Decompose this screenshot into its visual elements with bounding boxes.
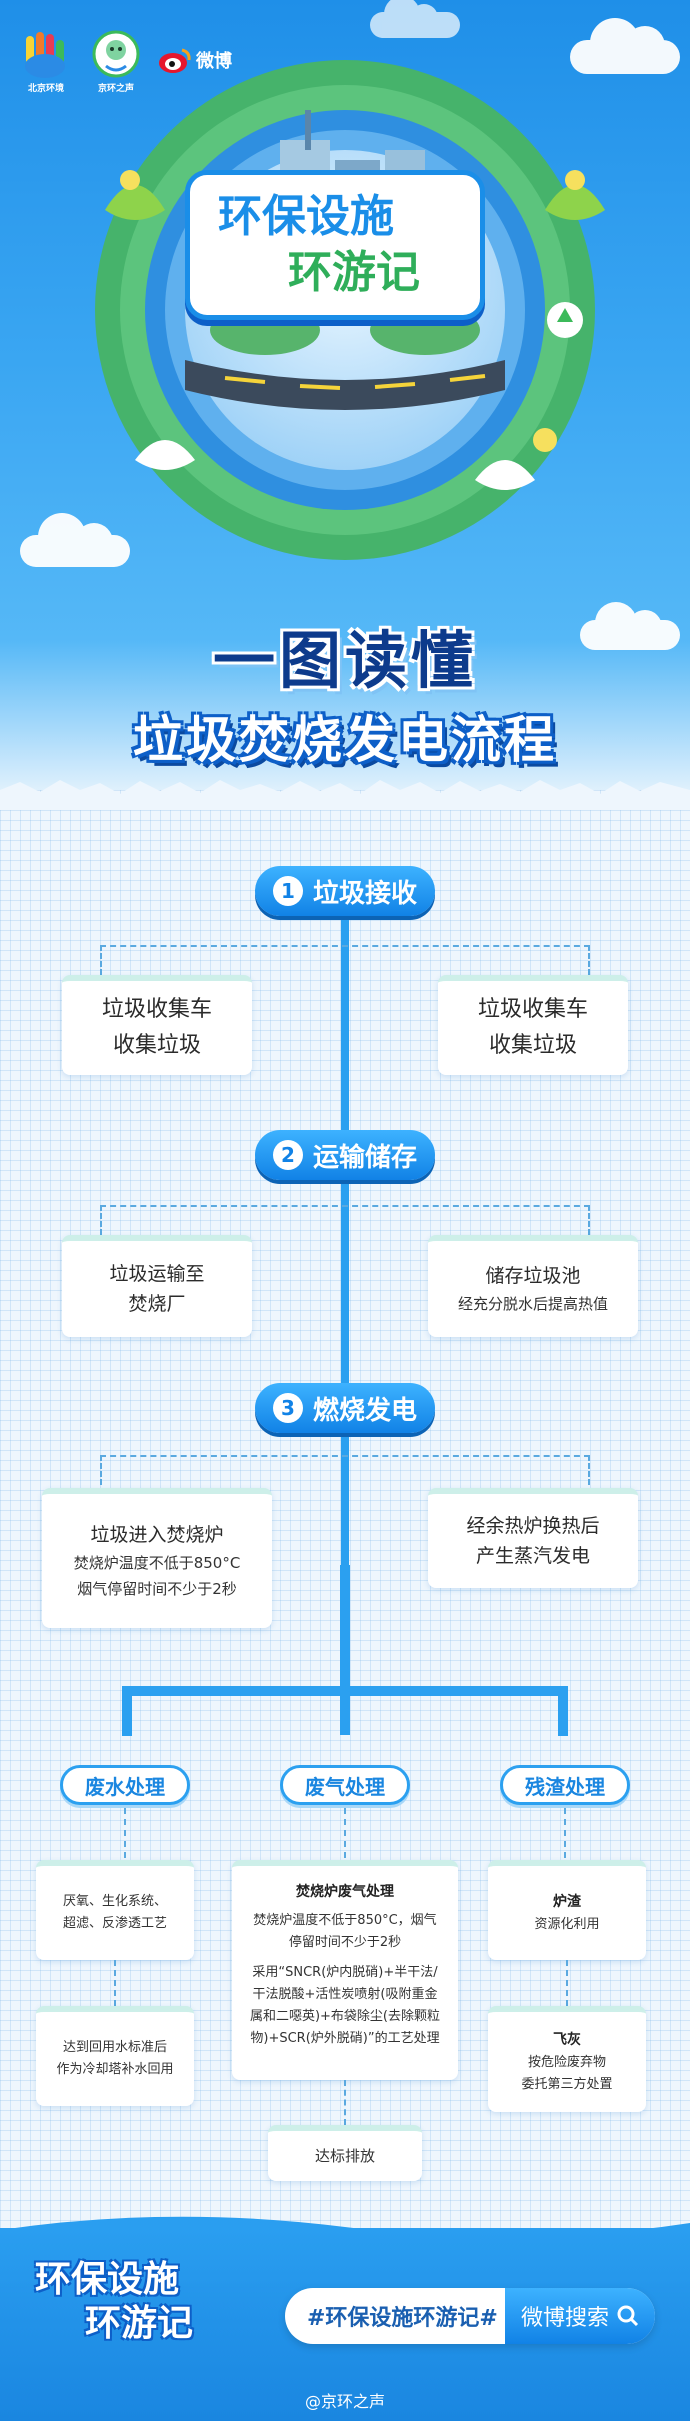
residue-card-2: 飞灰 按危险废弃物 委托第三方处置 xyxy=(488,2006,646,2112)
card-text: 达到回用水标准后 xyxy=(62,2040,167,2055)
step-2-pill: 2 运输储存 xyxy=(255,1130,435,1180)
card-text: 停留时间不少于2秒 xyxy=(288,1935,402,1950)
step-2-left-card: 垃圾运输至 焚烧厂 xyxy=(62,1235,252,1337)
campaign-badge: 环保设施 环游记 xyxy=(185,170,485,320)
credit-text: @京环之声 xyxy=(304,2392,385,2411)
connector-dashed xyxy=(124,1808,126,1858)
weibo-search-bar[interactable]: #环保设施环游记# 微博搜索 xyxy=(285,2288,655,2344)
card-text: 垃圾进入焚烧炉 xyxy=(90,1524,224,1546)
connector-dashed xyxy=(344,1808,346,1858)
card-text: 资源化利用 xyxy=(534,1917,600,1932)
residue-pill: 残渣处理 xyxy=(500,1765,630,1805)
connector-dashed xyxy=(114,1960,116,2006)
card-text: 烟气停留时间不少于2秒 xyxy=(77,1580,237,1598)
step-number: 3 xyxy=(272,1393,303,1423)
card-text: 委托第三方处置 xyxy=(521,2077,613,2092)
card-text: 焚烧炉温度不低于850°C，烟气 xyxy=(253,1913,437,1928)
card-text: 垃圾运输至 xyxy=(109,1263,205,1285)
card-text: 达标排放 xyxy=(314,2147,375,2165)
globe-illustration: 环保设施 环游记 xyxy=(75,60,615,580)
branch-drop xyxy=(558,1686,568,1736)
weibo-label: 微博 xyxy=(196,51,232,72)
emission-result-card: 达标排放 xyxy=(268,2125,422,2181)
card-text: 焚烧厂 xyxy=(128,1293,186,1315)
step-number: 1 xyxy=(272,876,303,906)
step-1-pill: 1 垃圾接收 xyxy=(255,866,435,916)
connector-dashed xyxy=(100,945,590,975)
card-title: 焚烧炉废气处理 xyxy=(296,1884,394,1900)
headline-title: 垃圾焚烧发电流程 xyxy=(133,711,557,769)
credit-line: @京环之声 xyxy=(0,2388,690,2412)
card-title: 飞灰 xyxy=(553,2032,581,2048)
badge-line1: 环保设施 xyxy=(218,191,394,242)
beijing-environment-logo: 北京环境 xyxy=(18,30,74,94)
step-3-pill: 3 燃烧发电 xyxy=(255,1383,435,1433)
headline-primary: 一图读懂 xyxy=(212,624,477,697)
logo-caption: 京环之声 xyxy=(97,84,134,94)
exhaust-card: 焚烧炉废气处理 焚烧炉温度不低于850°C，烟气 停留时间不少于2秒 采用“SN… xyxy=(232,1860,458,2080)
card-text: 收集垃圾 xyxy=(112,1033,201,1058)
card-text: 厌氧、生化系统、 xyxy=(62,1894,167,1909)
torn-edge-divider xyxy=(0,780,690,810)
card-text: 干法脱酸+活性炭喷射(吸附重金 xyxy=(252,1987,438,2002)
branch-drop xyxy=(122,1686,132,1736)
badge-line2: 环游记 xyxy=(288,247,420,298)
hero-banner: 北京环境 京环之声 微博 xyxy=(0,0,690,800)
card-title: 炉渣 xyxy=(553,1894,581,1910)
card-text: 作为冷却塔补水回用 xyxy=(56,2062,174,2077)
card-text: 产生蒸汽发电 xyxy=(475,1545,590,1567)
step-number: 2 xyxy=(272,1140,303,1170)
card-text: 经余热炉换热后 xyxy=(466,1515,600,1537)
footer: 环保设施 环游记 #环保设施环游记# 微博搜索 @京环之声 xyxy=(0,2228,690,2421)
wastewater-card-1: 厌氧、生化系统、 超滤、反渗透工艺 xyxy=(36,1860,194,1960)
step-3-right-card: 经余热炉换热后 产生蒸汽发电 xyxy=(428,1488,638,1588)
cloud-decoration xyxy=(570,18,680,74)
card-text: 采用“SNCR(炉内脱硝)+半干法/ xyxy=(252,1965,438,1980)
card-text: 储存垃圾池 xyxy=(485,1265,581,1287)
card-text: 按危险废弃物 xyxy=(527,2055,606,2070)
logo-row: 北京环境 京环之声 微博 xyxy=(18,30,232,94)
residue-card-1: 炉渣 资源化利用 xyxy=(488,1860,646,1960)
card-text: 物)+SCR(炉外脱硝)”的工艺处理 xyxy=(250,2031,440,2046)
cloud-decoration xyxy=(20,513,130,567)
connector-dashed xyxy=(566,1960,568,2006)
footer-logo-line2: 环游记 xyxy=(85,2303,194,2344)
step-1-right-card: 垃圾收集车 收集垃圾 xyxy=(438,975,628,1075)
step-label: 运输储存 xyxy=(312,1142,417,1173)
cloud-decoration xyxy=(580,602,680,650)
card-text: 超滤、反渗透工艺 xyxy=(62,1916,167,1931)
step-label: 垃圾接收 xyxy=(312,878,417,909)
connector-dashed xyxy=(100,1455,590,1485)
card-text: 属和二噁英)+布袋除尘(去除颗粒 xyxy=(249,2009,441,2024)
branch-drop xyxy=(340,1565,350,1735)
flow-spine xyxy=(341,870,349,1570)
step-2-right-card: 储存垃圾池 经充分脱水后提高热值 xyxy=(428,1235,638,1337)
weibo-logo: 微博 xyxy=(158,46,232,74)
footer-logo-line1: 环保设施 xyxy=(35,2259,180,2300)
card-text: 焚烧炉温度不低于850°C xyxy=(73,1554,241,1572)
jinghuan-mascot-logo: 京环之声 xyxy=(88,30,144,94)
cloud-decoration xyxy=(370,0,460,38)
connector-dashed xyxy=(564,1808,566,1858)
step-1-left-card: 垃圾收集车 收集垃圾 xyxy=(62,975,252,1075)
footer-campaign-logo: 环保设施 环游记 xyxy=(35,2258,235,2346)
logo-caption: 北京环境 xyxy=(27,84,64,94)
search-icon xyxy=(617,2305,639,2327)
connector-dashed xyxy=(100,1205,590,1235)
card-text: 垃圾收集车 xyxy=(477,997,588,1022)
exhaust-pill: 废气处理 xyxy=(280,1765,410,1805)
connector-dashed xyxy=(344,2080,346,2125)
step-label: 燃烧发电 xyxy=(312,1395,417,1426)
card-text: 经充分脱水后提高热值 xyxy=(457,1295,608,1313)
card-text: 收集垃圾 xyxy=(488,1033,577,1058)
wastewater-card-2: 达到回用水标准后 作为冷却塔补水回用 xyxy=(36,2006,194,2106)
search-button-label: 微博搜索 xyxy=(520,2306,609,2331)
hashtag-text[interactable]: #环保设施环游记# xyxy=(307,2306,498,2331)
weibo-icon xyxy=(159,48,191,73)
card-text: 垃圾收集车 xyxy=(101,997,212,1022)
wastewater-pill: 废水处理 xyxy=(60,1765,190,1805)
weibo-search-button[interactable]: 微博搜索 xyxy=(505,2288,655,2344)
step-3-left-card: 垃圾进入焚烧炉 焚烧炉温度不低于850°C 烟气停留时间不少于2秒 xyxy=(42,1488,272,1628)
